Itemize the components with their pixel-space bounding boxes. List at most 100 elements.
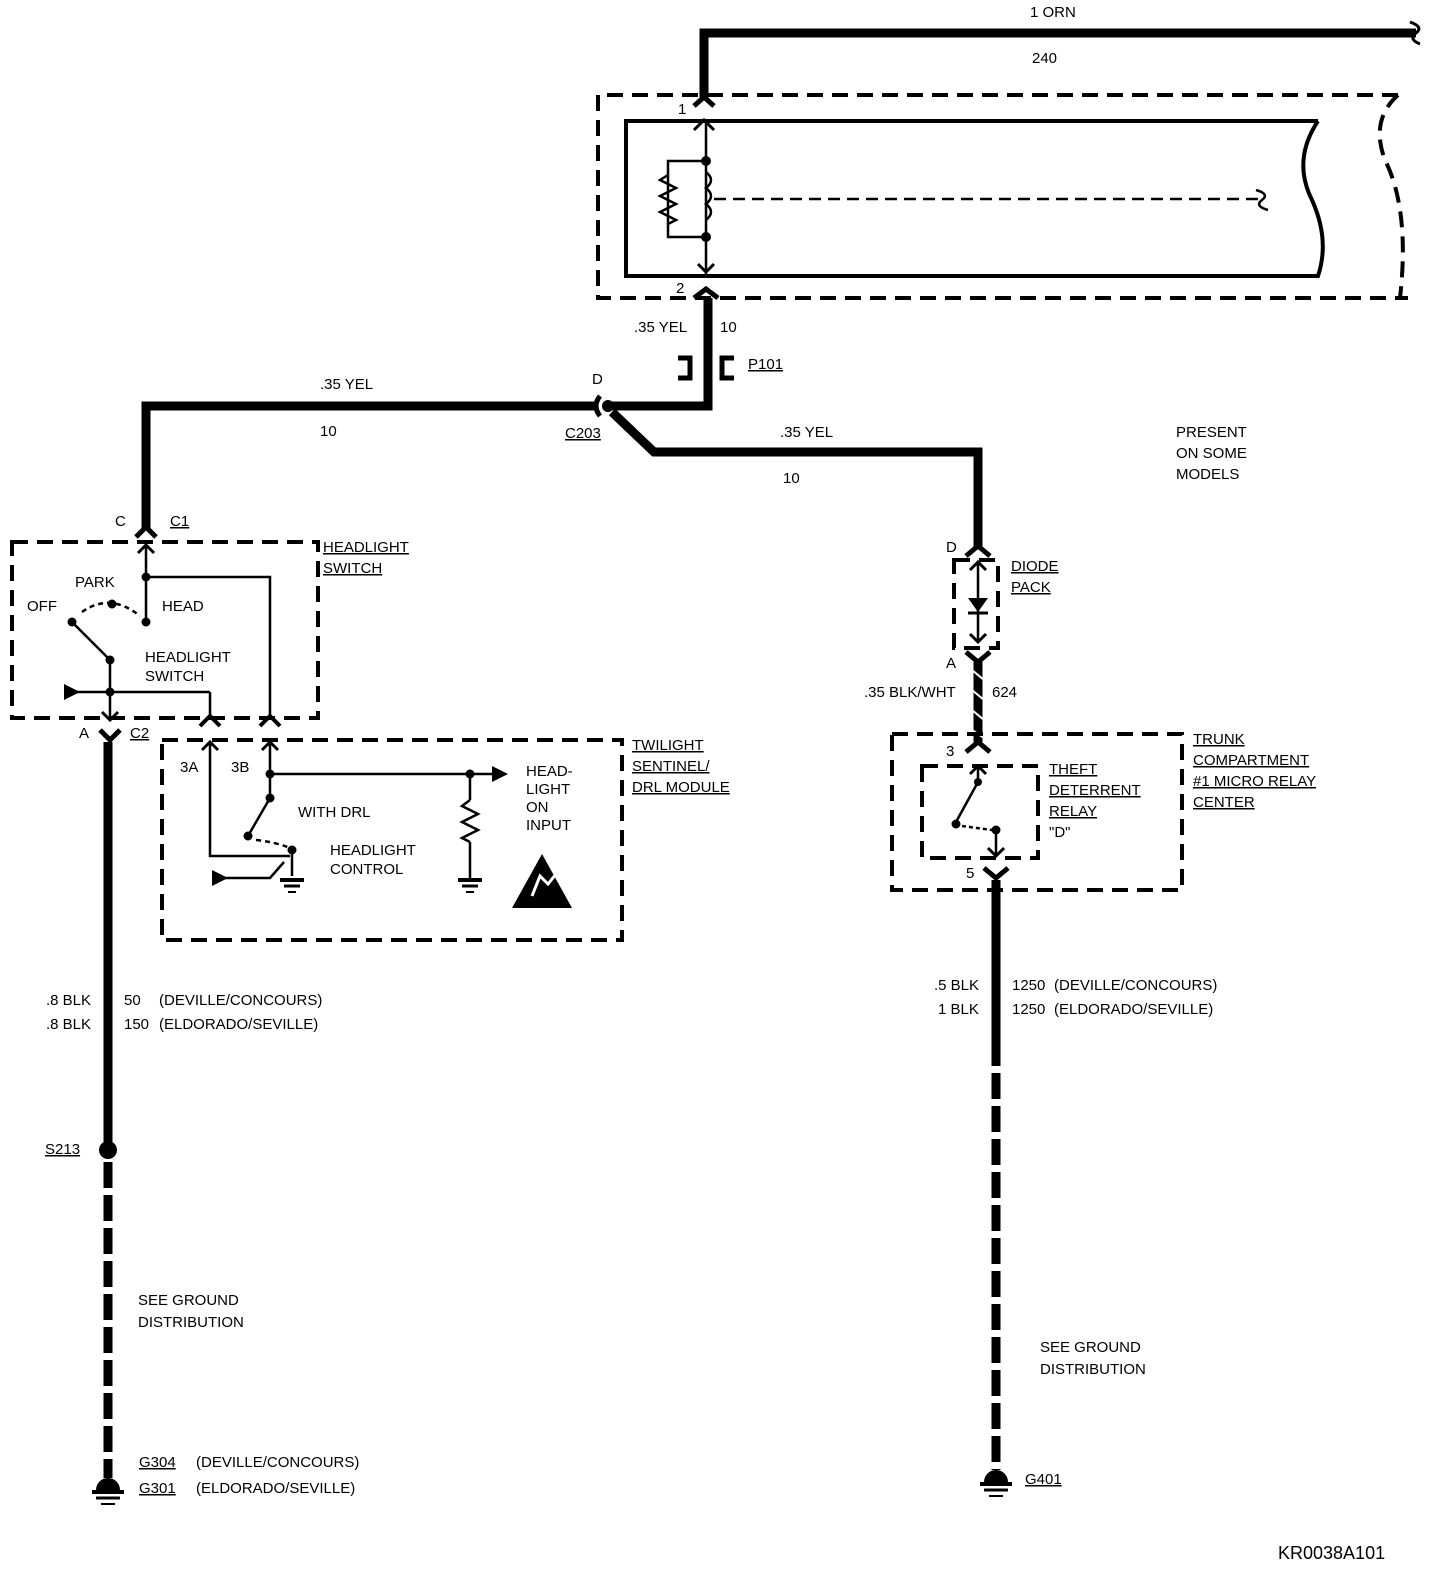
left-wire-color-2: .8 BLK: [46, 1016, 91, 1033]
theft-relay-title-1: THEFT: [1049, 761, 1097, 778]
esd-warning-icon: [512, 854, 572, 908]
theft-relay-title-3: RELAY: [1049, 803, 1097, 820]
relay-pin-5-label: 5: [966, 865, 974, 882]
present-note-line-2: ON SOME: [1176, 445, 1247, 462]
present-note-line-1: PRESENT: [1176, 424, 1247, 441]
head-label: HEAD: [162, 598, 204, 615]
link-break-symbol: [1255, 188, 1269, 212]
wire-color-left: .35 YEL: [320, 376, 373, 393]
diode-pack-title-2: PACK: [1011, 579, 1051, 596]
right-model-1: (DEVILLE/CONCOURS): [1054, 977, 1217, 994]
twilight-title-1: TWILIGHT: [632, 737, 704, 754]
wire-orn-240: [699, 28, 1416, 100]
left-model-1: (DEVILLE/CONCOURS): [159, 992, 322, 1009]
circuit-number-624: 624: [992, 684, 1017, 701]
headlight-control-label-1: HEADLIGHT: [330, 842, 416, 859]
right-model-2: (ELDORADO/SEVILLE): [1054, 1001, 1213, 1018]
p101-bracket-right: [719, 355, 734, 381]
headlight-switch-title-1: HEADLIGHT: [323, 539, 409, 556]
twilight-title-3: DRL MODULE: [632, 779, 730, 796]
trunk-relay-center-outline: [890, 732, 1184, 892]
connector-diode-a: [964, 650, 992, 666]
headlight-switch-outline: [10, 540, 320, 720]
connector-pin-2: [692, 285, 720, 300]
connector-c2: [98, 728, 122, 744]
headlight-on-label-3: ON: [526, 799, 549, 816]
circuit-number-right: 10: [783, 470, 800, 487]
connector-pin-1: [692, 93, 716, 108]
left-circuit-1: 50: [124, 992, 141, 1009]
headlight-on-arrow-icon: [492, 766, 508, 782]
headlight-on-label-1: HEAD-: [526, 763, 573, 780]
wire-yel-10-left: [141, 401, 594, 528]
pin-1-arrow: [692, 117, 716, 132]
ground-icon: [980, 1470, 1012, 1497]
c203-junction-dot: [602, 400, 614, 412]
trunk-title-1: TRUNK: [1193, 731, 1245, 748]
relay-blade: [954, 781, 980, 823]
connector-c2-label: C2: [130, 725, 149, 742]
ground-g301-model: (ELDORADO/SEVILLE): [196, 1480, 355, 1497]
circuit-number-p101: 10: [720, 319, 737, 336]
diode-pin-d-label: D: [946, 539, 957, 556]
splice-s213: [99, 1141, 117, 1159]
pin-3a-label: 3A: [180, 759, 198, 776]
right-circuit-2: 1250: [1012, 1001, 1045, 1018]
switch-blade: [71, 621, 111, 661]
wire-color-top: 1 ORN: [1030, 4, 1076, 21]
ground-g401-label: G401: [1025, 1471, 1062, 1488]
connector-diode-d: [964, 542, 992, 558]
off-label: OFF: [27, 598, 57, 615]
relay-actuator-link: [961, 824, 993, 832]
connector-p101-label: P101: [748, 356, 783, 373]
headlight-switch-inner-label-1: HEADLIGHT: [145, 649, 231, 666]
splice-s213-label: S213: [45, 1141, 80, 1158]
connector-3b-top: [258, 713, 282, 728]
connector-c1: [134, 523, 158, 539]
head-output-wire: [146, 575, 272, 718]
headlight-switch-title-2: SWITCH: [323, 560, 382, 577]
right-circuit-1: 1250: [1012, 977, 1045, 994]
ground-dist-left-2: DISTRIBUTION: [138, 1314, 244, 1331]
ground-icon: [92, 1478, 124, 1505]
control-input-wire: [220, 861, 285, 880]
headlight-on-label-4: INPUT: [526, 817, 571, 834]
ground-icon: [280, 878, 304, 893]
wire-color-right: .35 YEL: [780, 424, 833, 441]
connector-3a-top: [198, 713, 222, 728]
relay-pin-3-label: 3: [946, 743, 954, 760]
pin-2-label: 2: [676, 280, 684, 297]
diode-pin-a-arrow: [968, 632, 988, 645]
ground-dist-right-2: DISTRIBUTION: [1040, 1361, 1146, 1378]
left-model-2: (ELDORADO/SEVILLE): [159, 1016, 318, 1033]
park-label: PARK: [75, 574, 115, 591]
headlight-control-label-2: CONTROL: [330, 861, 403, 878]
ground-dist-right-1: SEE GROUND: [1040, 1339, 1141, 1356]
theft-relay-title-4: "D": [1049, 824, 1070, 841]
headlight-switch-inner-label-2: SWITCH: [145, 668, 204, 685]
relay-blade: [246, 797, 272, 837]
switch-travel-arc: [81, 601, 141, 617]
relay-pin-5-arrow: [986, 846, 1006, 859]
diode-pack-outline: [952, 558, 1000, 650]
p101-bracket-left: [678, 355, 693, 381]
wire-yel-10-p101: [604, 298, 713, 411]
diode-pack-title-1: DIODE: [1011, 558, 1059, 575]
relay-pivot: [951, 819, 961, 829]
connector-pin-5: [982, 866, 1010, 882]
right-wire-color-2: 1 BLK: [938, 1001, 979, 1018]
top-component-outline: [596, 93, 1408, 300]
trunk-title-3: #1 MICRO RELAY: [1193, 773, 1316, 790]
ground-icon: [458, 878, 482, 893]
top-component-inner-outline: [624, 119, 1325, 278]
connector-c1-label: C1: [170, 513, 189, 530]
ground-g304-label: G304: [139, 1454, 176, 1471]
figure-id: KR0038A101: [1278, 1543, 1385, 1563]
wire-color-p101: .35 YEL: [634, 319, 687, 336]
resistor-branch: [666, 159, 706, 239]
diode-icon: [968, 598, 988, 612]
circuit-number-top: 240: [1032, 50, 1057, 67]
trunk-title-4: CENTER: [1193, 794, 1255, 811]
pin-2-arrow: [696, 262, 716, 275]
